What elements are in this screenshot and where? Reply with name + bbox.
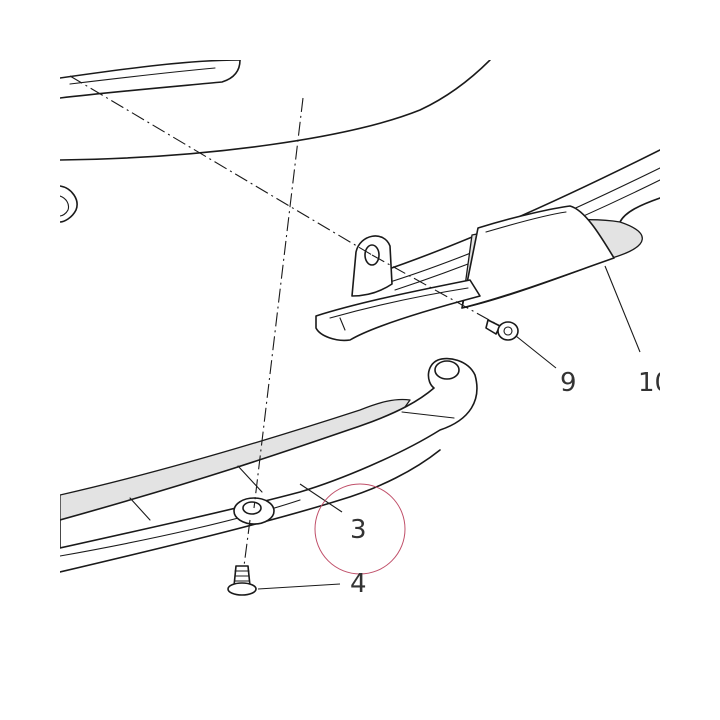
leader-lines — [257, 265, 641, 590]
clip-4 — [227, 565, 257, 596]
callout-label-4: 4 — [350, 569, 367, 599]
body-panel — [60, 60, 491, 223]
highlight-circle — [314, 483, 406, 575]
callout-label-3: 3 — [350, 515, 367, 545]
callout-label-10: 10 — [638, 368, 671, 398]
protector-cover — [461, 205, 643, 309]
assembly-centerlines — [69, 75, 501, 567]
mounting-bracket — [315, 235, 481, 342]
callout-label-9: 9 — [560, 368, 577, 398]
screw-9 — [485, 319, 519, 341]
